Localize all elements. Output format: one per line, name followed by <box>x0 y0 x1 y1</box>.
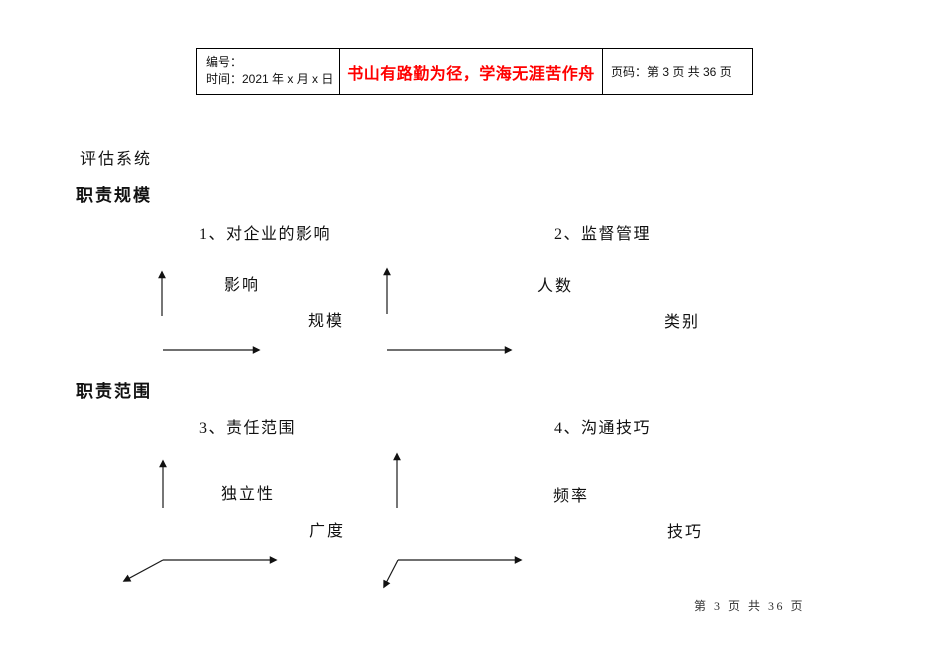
date-label: 时间：2021 年 x 月 x 日 <box>206 72 334 86</box>
number-label: 编号： <box>206 55 243 69</box>
page-label: 页码：第 3 页 共 36 页 <box>611 65 732 79</box>
intro-title: 评估系统 <box>80 151 153 168</box>
footer-page-number: 第 3 页 共 36 页 <box>694 599 806 613</box>
diagram1-title: 1、对企业的影响 <box>199 226 332 243</box>
header-cell-page: 页码：第 3 页 共 36 页 <box>603 49 752 94</box>
diagram1-x-axis-label: 规模 <box>308 313 345 330</box>
motto-text: 书山有路勤为径，学海无涯苦作舟 <box>347 65 595 83</box>
header-table: 编号： 时间：2021 年 x 月 x 日 书山有路勤为径，学海无涯苦作舟 页码… <box>196 48 753 95</box>
diagram4-title: 4、沟通技巧 <box>554 420 652 437</box>
section-heading-1: 职责规模 <box>76 186 152 205</box>
diagram4-x-axis-label: 技巧 <box>667 524 704 541</box>
diagram3-title: 3、责任范围 <box>199 420 297 437</box>
diagram3-x-axis-label: 广度 <box>309 523 346 540</box>
diagram3-y-axis-label: 独立性 <box>221 486 276 503</box>
diagram4-y-axis-label: 频率 <box>553 488 590 505</box>
diagram3-diagonal-arrow <box>122 559 164 582</box>
diagram2-title: 2、监督管理 <box>554 226 652 243</box>
diagram2-y-axis-label: 人数 <box>537 278 574 295</box>
section-heading-2: 职责范围 <box>76 382 152 401</box>
diagram4-diagonal-arrow <box>383 559 399 589</box>
diagram2-x-axis-label: 类别 <box>664 314 701 331</box>
header-cell-motto: 书山有路勤为径，学海无涯苦作舟 <box>339 49 603 94</box>
diagram1-y-axis-label: 影响 <box>224 277 261 294</box>
header-cell-number-date: 编号： 时间：2021 年 x 月 x 日 <box>197 49 339 94</box>
